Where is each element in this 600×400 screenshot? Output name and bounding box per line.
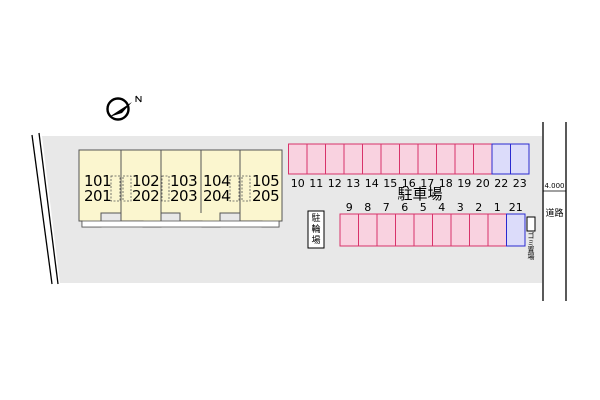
parking-space-2 <box>469 213 489 247</box>
unit-105-label: 105 <box>252 172 279 190</box>
parking-title: 駐車場 <box>397 185 442 203</box>
parking-space-16 <box>399 143 419 175</box>
building-bottom-strip <box>81 220 280 228</box>
stairs-icon <box>122 175 132 202</box>
parking-space-label-6: 6 <box>401 201 408 214</box>
bicycle-parking-box <box>307 210 325 249</box>
parking-space-label-23: 23 <box>513 177 527 190</box>
bicycle-parking-label: 駐輪場 <box>311 212 320 246</box>
parking-space-label-3: 3 <box>457 201 464 214</box>
parking-space-21 <box>506 213 526 247</box>
parking-space-label-8: 8 <box>364 201 371 214</box>
parking-space-label-13: 13 <box>346 177 360 190</box>
unit-102-label: 102 <box>132 172 159 190</box>
vertical-char: 駐 <box>311 212 320 224</box>
parking-space-7 <box>376 213 396 247</box>
parking-space-5 <box>413 213 433 247</box>
parking-space-8 <box>358 213 378 247</box>
parking-space-label-1: 1 <box>494 201 501 214</box>
parking-space-label-5: 5 <box>420 201 427 214</box>
stairs-icon <box>241 175 251 202</box>
parking-space-label-17: 17 <box>420 177 434 190</box>
parking-space-17 <box>417 143 437 175</box>
unit-203-label: 203 <box>170 187 197 205</box>
garbage-label-char: ゴ <box>528 231 535 240</box>
parking-space-label-22: 22 <box>494 177 508 190</box>
parking-space-label-20: 20 <box>476 177 490 190</box>
parking-space-label-7: 7 <box>383 201 390 214</box>
parking-space-6 <box>395 213 415 247</box>
road-label: 道路 <box>545 207 563 219</box>
parking-space-label-2: 2 <box>475 201 482 214</box>
parking-space-label-19: 19 <box>457 177 471 190</box>
garbage-label-char: 置 <box>528 246 535 254</box>
parking-space-14 <box>362 143 382 175</box>
unit-104-label: 104 <box>203 172 230 190</box>
parking-space-label-14: 14 <box>365 177 379 190</box>
parking-space-20 <box>473 143 493 175</box>
vertical-char: 輪 <box>311 223 320 235</box>
parking-space-label-16: 16 <box>402 177 416 190</box>
bicycle-parking: 駐輪場 <box>307 210 325 249</box>
garbage-label-char: 場 <box>528 252 535 261</box>
parking-space-12 <box>325 143 345 175</box>
parking-space-label-18: 18 <box>439 177 453 190</box>
parking-space-13 <box>343 143 363 175</box>
parking-space-label-9: 9 <box>346 201 353 214</box>
parking-space-label-21: 21 <box>509 201 523 214</box>
parking-space-22 <box>491 143 511 175</box>
parking-space-label-10: 10 <box>291 177 305 190</box>
parking-space-19 <box>454 143 474 175</box>
stairs-icon <box>161 175 170 202</box>
unit-205-label: 205 <box>252 187 279 205</box>
parking-row-top: 10 11 12 13 14 15 16 17 18 19 20 22 23 <box>288 143 530 190</box>
boundary-line-left-inner <box>38 132 59 285</box>
unit-202-label: 202 <box>132 187 159 205</box>
parking-space-23 <box>510 143 530 175</box>
unit-103-label: 103 <box>170 172 197 190</box>
parking-space-11 <box>306 143 326 175</box>
parking-space-label-12: 12 <box>328 177 342 190</box>
vertical-char: 場 <box>311 234 320 246</box>
boundary-line-left-outer <box>31 134 53 285</box>
road-label-text: 道路 <box>545 207 563 219</box>
unit-201-label: 201 <box>84 187 111 205</box>
parking-space-label-15: 15 <box>383 177 397 190</box>
parking-space-10 <box>288 143 308 175</box>
parking-space-18 <box>436 143 456 175</box>
parking-space-9 <box>339 213 359 247</box>
parking-space-1 <box>487 213 507 247</box>
road-width-label: 4.000 <box>544 182 564 190</box>
parking-space-label-11: 11 <box>309 177 323 190</box>
garbage-label-char: ミ <box>528 239 535 247</box>
north-arrow-icon <box>106 95 142 121</box>
parking-space-3 <box>450 213 470 247</box>
parking-space-4 <box>432 213 452 247</box>
unit-204-label: 204 <box>203 187 230 205</box>
garbage-box <box>526 216 536 232</box>
building: 101 201 102 202 103 203 104 204 105 205 <box>78 149 283 228</box>
parking-space-15 <box>380 143 400 175</box>
unit-101-label: 101 <box>84 172 111 190</box>
parking-space-label-4: 4 <box>438 201 445 214</box>
